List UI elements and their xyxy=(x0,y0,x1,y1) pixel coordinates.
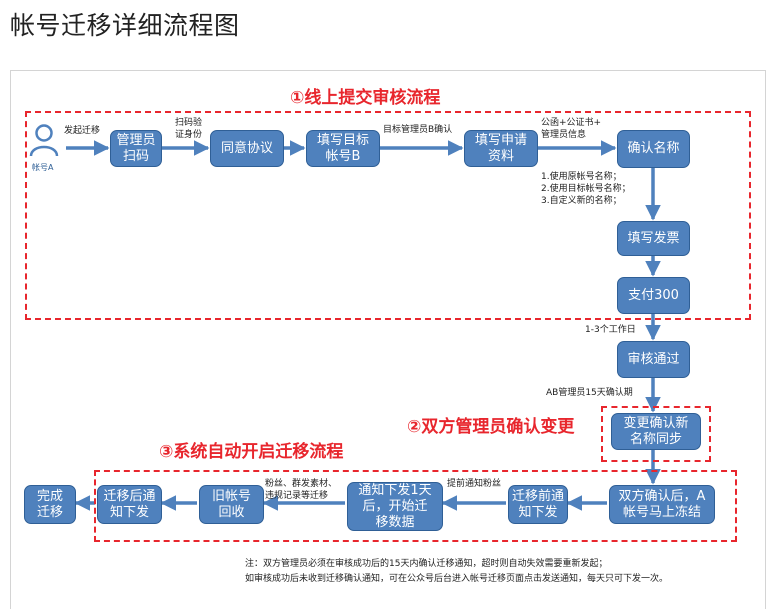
both-confirm-step: 双方确认后，A 帐号马上冻结 xyxy=(609,485,715,524)
advance-notice-label: 提前通知粉丝 xyxy=(447,479,502,489)
stage-online-region xyxy=(25,111,751,320)
docs-label: 公函+公证书+ 管理员信息 xyxy=(541,118,602,140)
stage-auto-region xyxy=(94,470,737,542)
review-pass-step: 审核通过 xyxy=(617,341,690,378)
stage-confirm-region xyxy=(601,406,711,462)
pre-notify-step: 迁移前通 知下发 xyxy=(508,485,568,524)
pay-step: 支付300 xyxy=(617,277,690,314)
fill-target-step: 填写目标 帐号B xyxy=(306,130,380,167)
fill-invoice-step: 填写发票 xyxy=(617,221,690,256)
agree-step: 同意协议 xyxy=(210,130,284,167)
stage-online-title: ①线上提交审核流程 xyxy=(290,88,441,108)
confirm-name-step: 确认名称 xyxy=(617,130,690,168)
ab-confirm-label: AB管理员15天确认期 xyxy=(546,388,633,398)
done-step: 完成 迁移 xyxy=(24,485,76,524)
scan-verify-label: 扫码验 证身份 xyxy=(175,118,203,140)
notify-start-step: 通知下发1天 后，开始迁 移数据 xyxy=(347,482,443,531)
target-admin-confirm-label: 目标管理员B确认 xyxy=(383,125,453,135)
note-line-1: 注：双方管理员必须在审核成功后的15天内确认迁移通知，超时则自动失效需要重新发起… xyxy=(245,559,608,569)
fill-docs-step: 填写申请 资料 xyxy=(464,130,538,167)
stage-confirm-title: ②双方管理员确认变更 xyxy=(407,417,575,437)
user-label: 帐号A xyxy=(32,163,54,172)
user-icon xyxy=(28,122,60,158)
initiate-label: 发起迁移 xyxy=(64,126,101,136)
stage-auto-title: ③系统自动开启迁移流程 xyxy=(159,442,344,462)
workdays-label: 1-3个工作日 xyxy=(585,325,636,335)
migrate-items-label: 粉丝、群发素材、 违规记录等迁移 xyxy=(265,479,338,501)
old-recycle-step: 旧帐号 回收 xyxy=(199,485,264,524)
change-confirm-step: 变更确认新 名称同步 xyxy=(611,413,701,450)
admin-scan-step: 管理员 扫码 xyxy=(110,130,162,167)
page-title: 帐号迁移详细流程图 xyxy=(10,11,240,40)
name-options-label: 1.使用原帐号名称； 2.使用目标帐号名称； 3.自定义新的名称； xyxy=(541,172,631,206)
note-line-2: 如审核成功后未收到迁移确认通知，可在公众号后台进入帐号迁移页面点击发送通知，每天… xyxy=(245,574,669,584)
post-notify-step: 迁移后通 知下发 xyxy=(97,485,162,524)
